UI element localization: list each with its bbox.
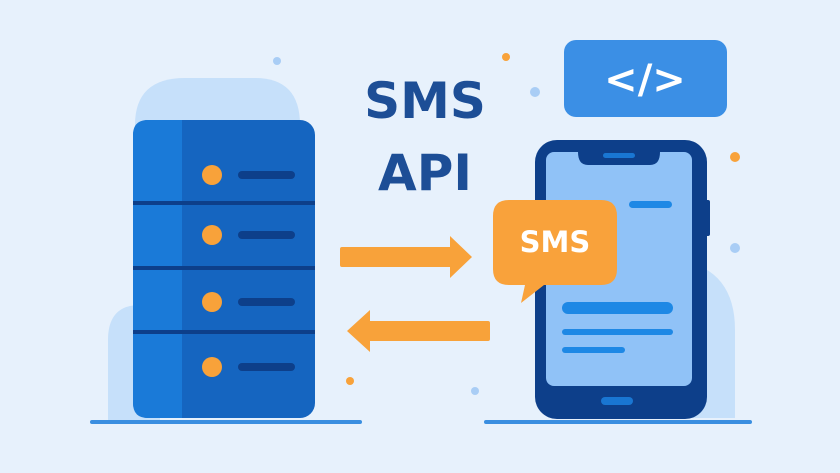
decorative-dots: [273, 53, 740, 395]
title-line-2: API: [378, 144, 472, 202]
server-baseline: [90, 420, 362, 424]
arrow-right-icon: [340, 236, 472, 278]
sms-speech-bubble: [493, 200, 617, 303]
sms-bubble-label: SMS: [520, 225, 591, 259]
title-line-1: SMS: [364, 72, 486, 130]
code-badge: [564, 40, 727, 117]
arrow-left-icon: [347, 310, 490, 352]
code-icon: </>: [604, 57, 686, 103]
phone-baseline: [484, 420, 752, 424]
server-icon: [133, 120, 315, 418]
